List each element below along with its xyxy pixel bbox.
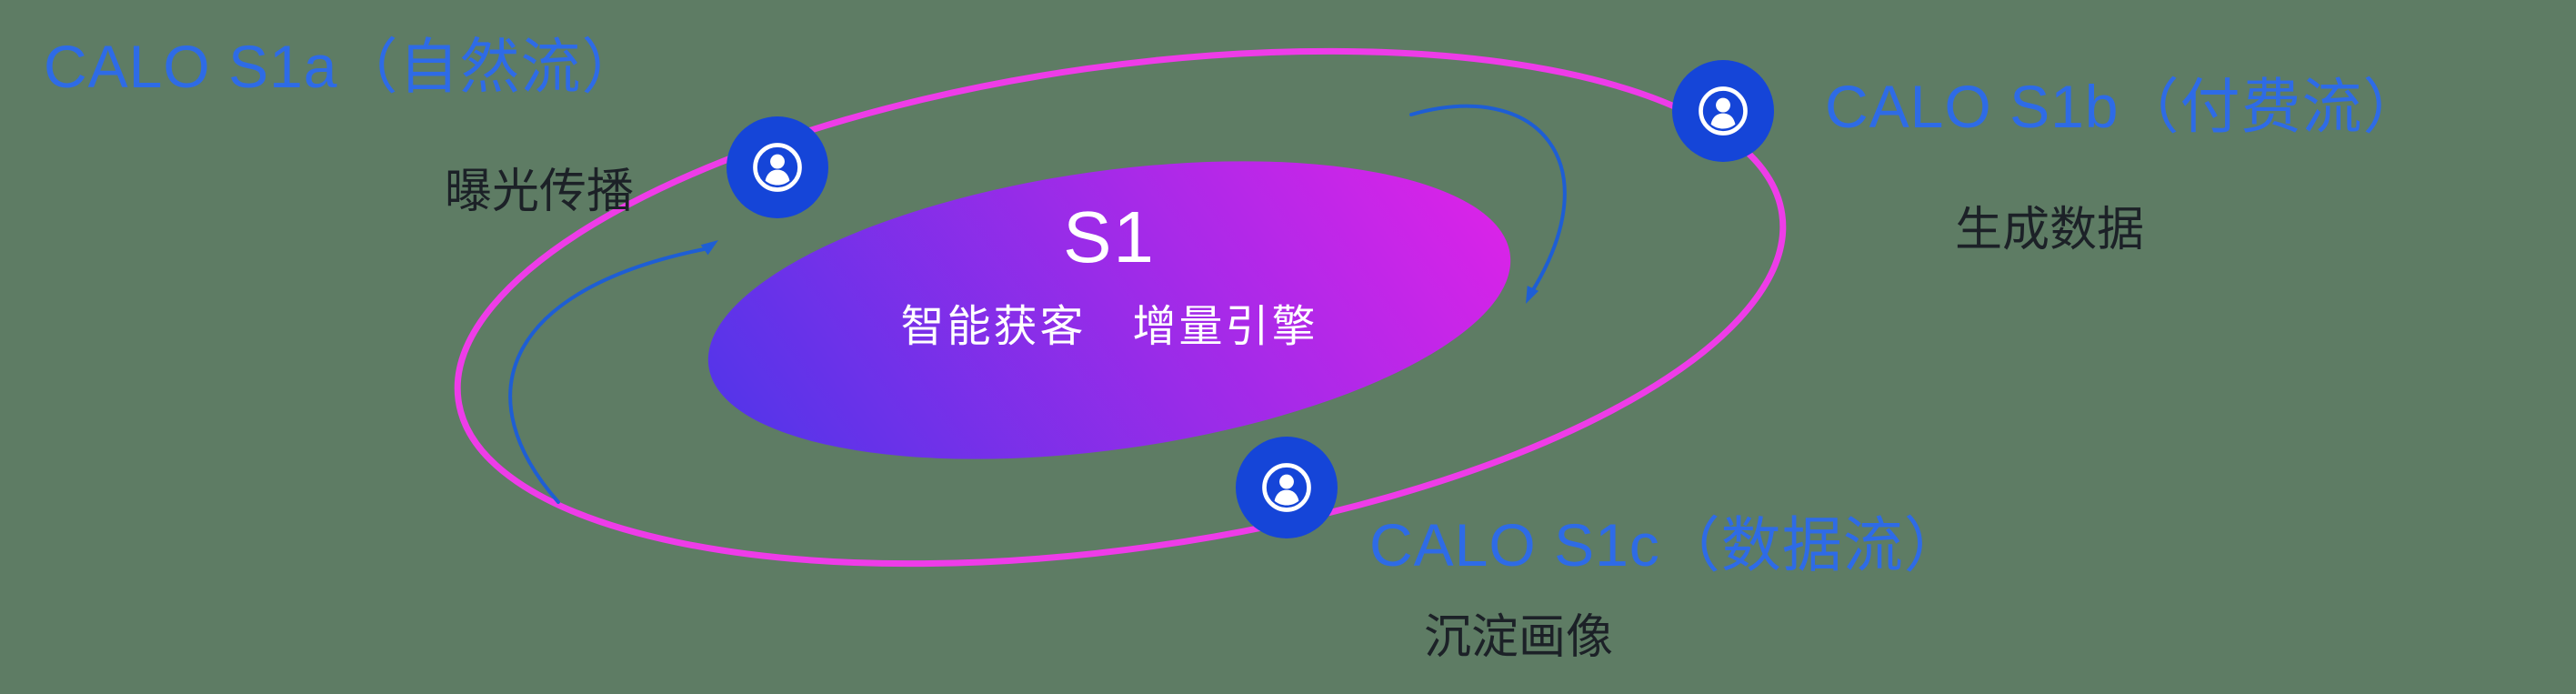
node-label-s1b: CALO S1b（付费流） bbox=[1825, 73, 2424, 140]
flow-arrow-left bbox=[508, 240, 718, 504]
node-label-s1a: CALO S1a（自然流） bbox=[44, 33, 643, 100]
node-sublabel-s1b: 生成数据 bbox=[1955, 204, 2145, 256]
core-subtitle: 智能获客 增量引擎 bbox=[900, 303, 1318, 351]
core-label-block: S1 智能获客 增量引擎 bbox=[900, 196, 1318, 354]
node-marker-s1c bbox=[1236, 437, 1338, 538]
core-title: S1 bbox=[1063, 196, 1156, 277]
user-icon bbox=[1262, 463, 1311, 512]
user-icon bbox=[753, 143, 802, 192]
node-sublabel-s1c: 沉淀画像 bbox=[1424, 611, 1614, 664]
node-marker-s1b bbox=[1672, 60, 1774, 162]
node-sublabel-s1a: 曝光传播 bbox=[445, 166, 635, 218]
user-icon bbox=[1699, 86, 1748, 136]
node-marker-s1a bbox=[727, 116, 828, 218]
node-label-s1c: CALO S1c（数据流） bbox=[1369, 511, 1965, 578]
